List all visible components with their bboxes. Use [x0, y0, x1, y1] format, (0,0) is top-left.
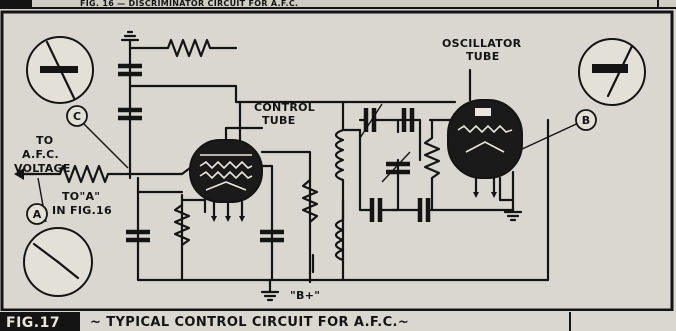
meter-c: C — [26, 36, 94, 127]
coils — [334, 128, 345, 262]
label-oscillator-tube: TUBE — [466, 50, 500, 63]
figure-caption: ~ TYPICAL CONTROL CIRCUIT FOR A.F.C.~ — [90, 315, 409, 330]
input-arrow — [14, 168, 36, 180]
ground-symbols — [260, 208, 523, 302]
label-in-fig16: IN FIG.16 — [52, 204, 112, 217]
label-b-plus: "B+" — [290, 289, 320, 302]
label-voltage: VOLTAGE — [14, 162, 71, 175]
fig-tag: FIG.17 — [6, 315, 60, 331]
resistor-screen — [301, 178, 319, 224]
diagram-frame — [0, 10, 674, 312]
header-text: FIG. 16 — DISCRIMINATOR CIRCUIT FOR A.F.… — [80, 0, 298, 8]
label-control-tube: TUBE — [262, 114, 296, 127]
oscillator-tube — [447, 99, 523, 198]
resistor-input — [58, 164, 114, 184]
control-tube — [189, 126, 264, 222]
resistors — [58, 38, 441, 247]
label-afc: A.F.C. — [22, 148, 59, 161]
resistor-cathode — [173, 203, 191, 247]
label-to-a: TO"A" — [62, 190, 100, 203]
header-strip — [0, 0, 676, 8]
capacitors — [118, 30, 431, 243]
meter-b-letter: B — [582, 114, 590, 127]
header-tag — [0, 0, 32, 8]
resistor-osc-grid — [423, 136, 441, 180]
resistor-top-left — [138, 38, 238, 58]
meter-a: A — [23, 177, 93, 297]
coil-lower — [334, 218, 345, 262]
label-control: CONTROL — [254, 101, 315, 114]
meter-a-letter: A — [33, 208, 42, 221]
label-oscillator: OSCILLATOR — [442, 37, 522, 50]
meter-c-letter: C — [73, 110, 81, 123]
fig-tag-box — [0, 312, 80, 331]
meter-b: B — [575, 38, 646, 131]
label-to: TO — [36, 134, 53, 147]
coil-upper — [334, 128, 345, 182]
